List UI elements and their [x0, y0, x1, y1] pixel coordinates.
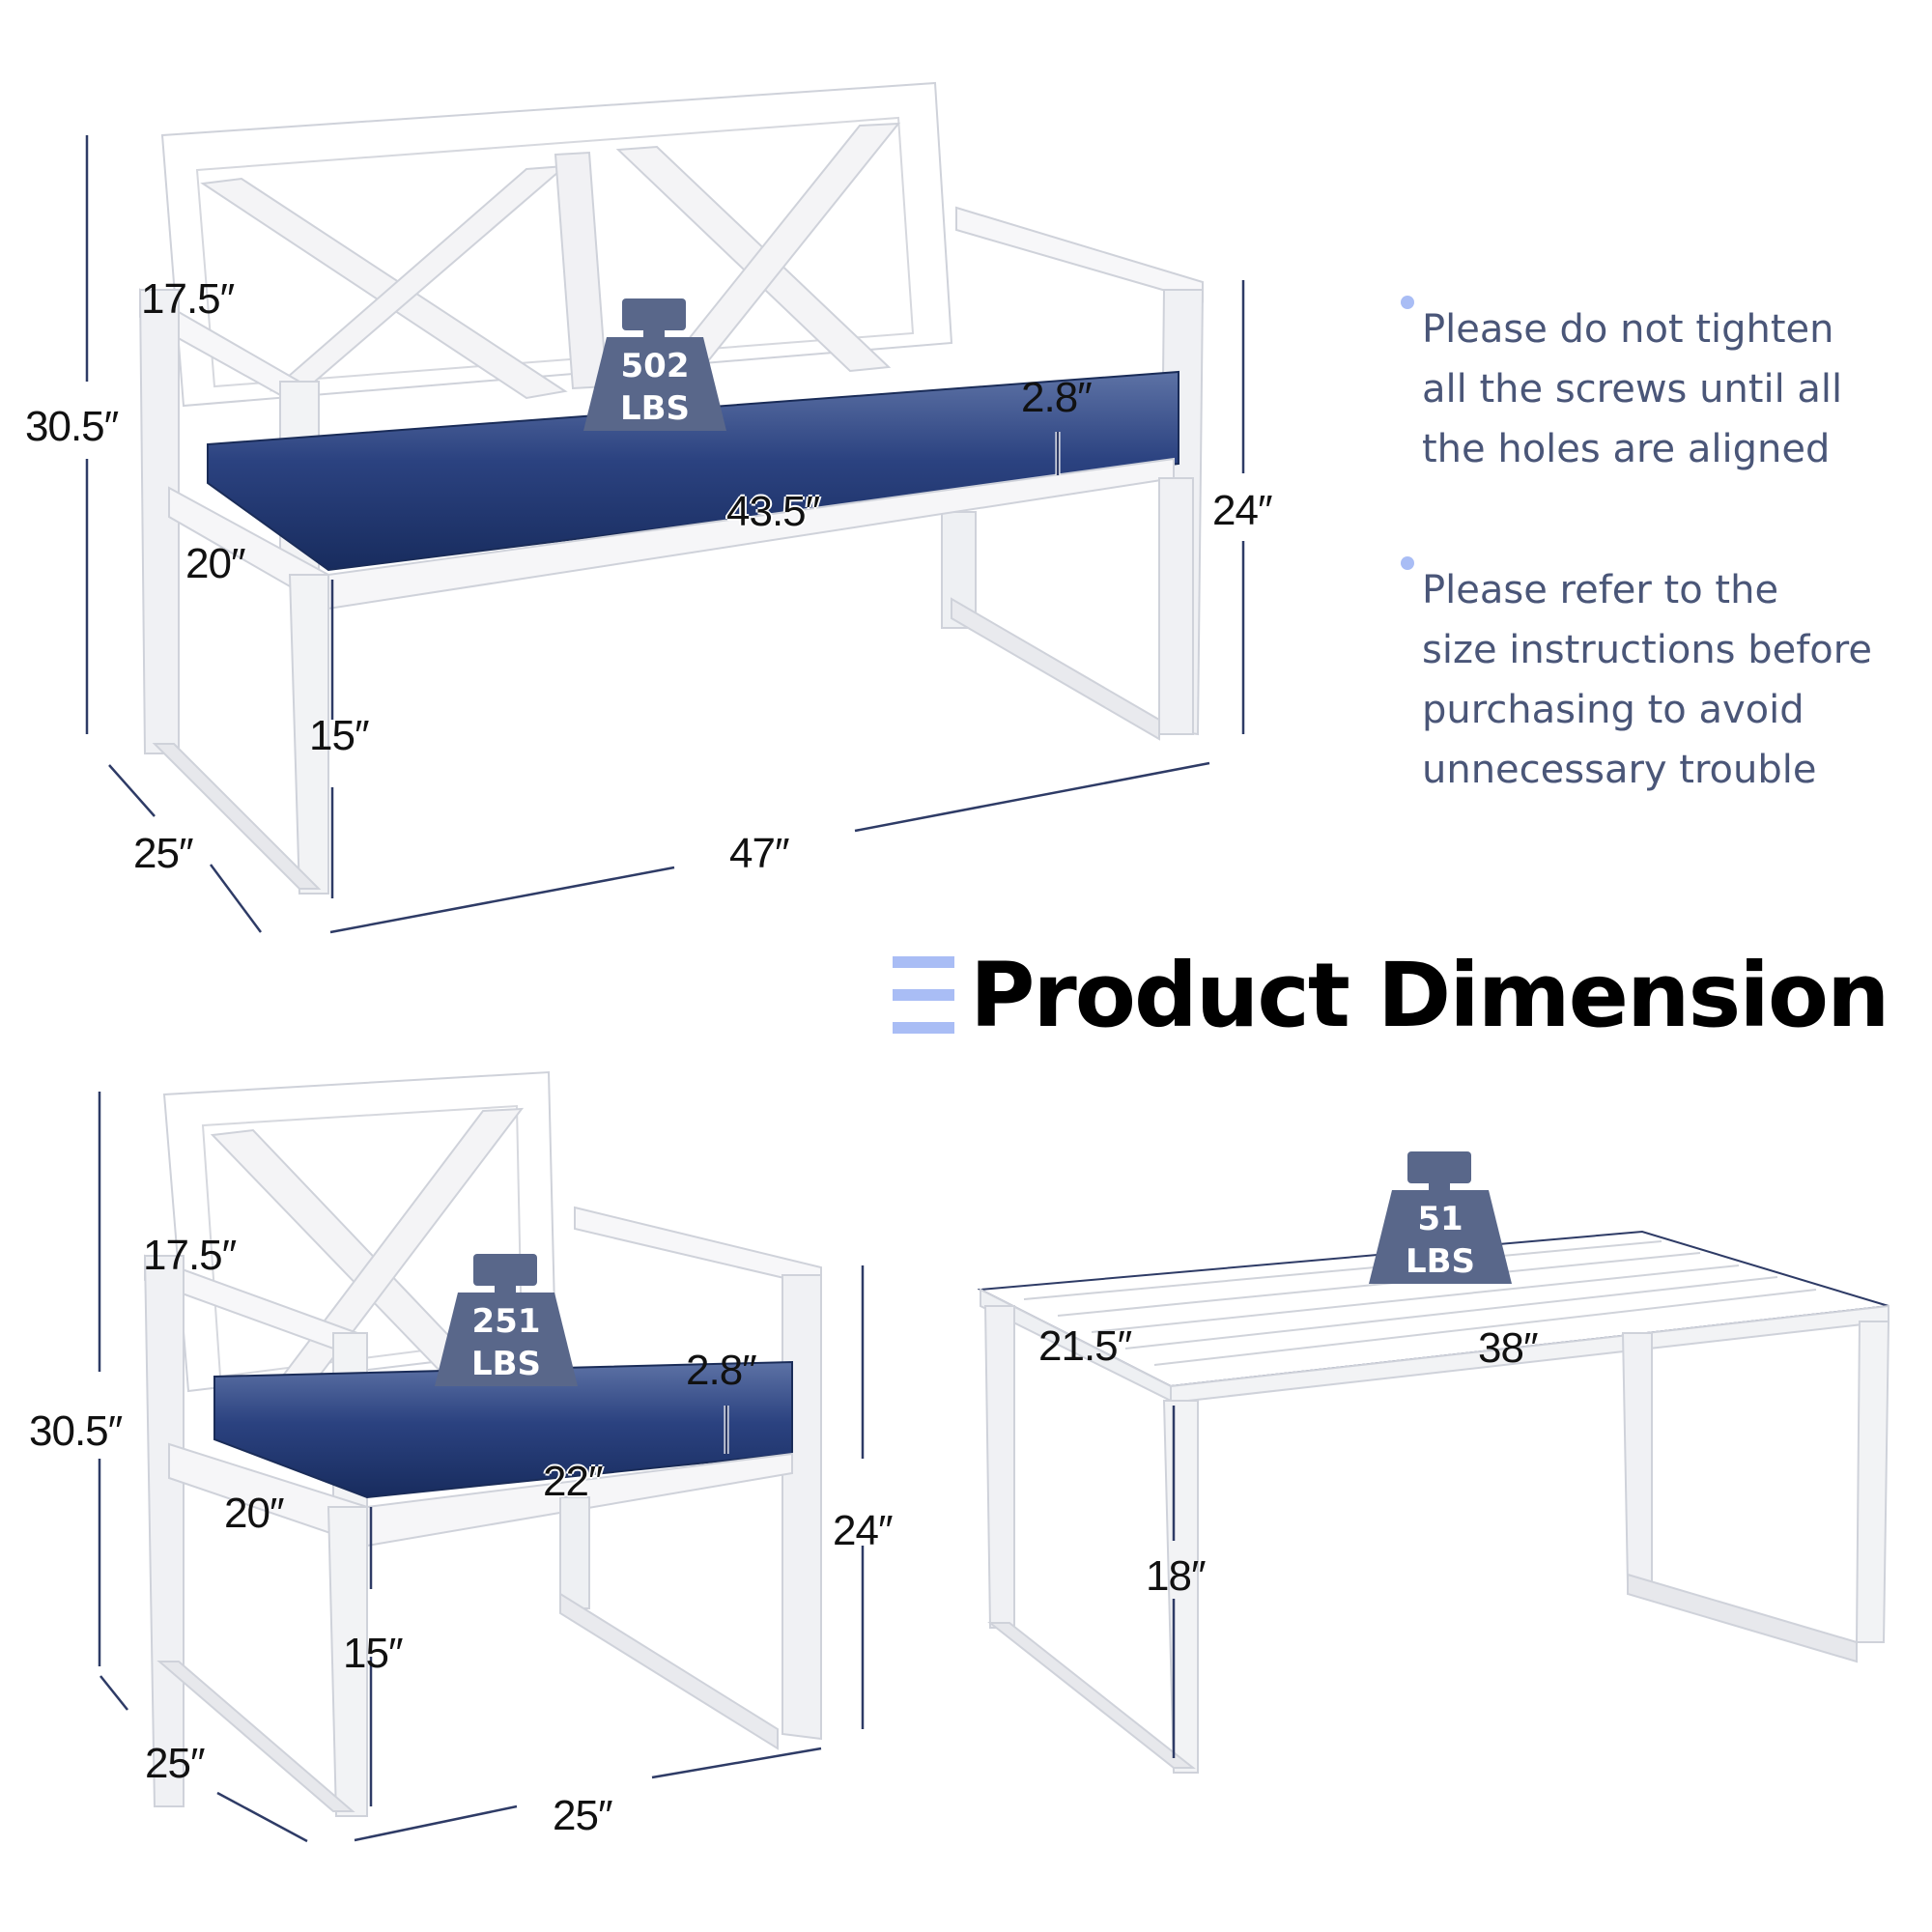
table-weight-badge: 51 LBS [1365, 1148, 1516, 1288]
chair-seat-width-label: 22″ [543, 1458, 604, 1505]
table-weight-unit: LBS [1405, 1242, 1476, 1281]
note-line: the holes are aligned [1422, 427, 1831, 471]
list-lines-icon [893, 956, 954, 1034]
chair-leg-height-label: 15″ [343, 1630, 404, 1677]
bullet-dot-icon [1401, 296, 1414, 309]
chair-overall-height-label: 30.5″ [29, 1407, 123, 1455]
chair-weight-value: 251 [471, 1302, 541, 1341]
table-width-label: 38″ [1478, 1324, 1539, 1372]
bench-seat-width-label: 43.5″ [726, 488, 820, 535]
bench-illustration [138, 81, 1205, 895]
chair-seat-depth-label: 20″ [224, 1490, 285, 1537]
table-height-label: 18″ [1146, 1552, 1207, 1600]
bench-overall-height-label: 30.5″ [25, 403, 119, 450]
weight-icon [583, 298, 726, 431]
table-illustration [977, 1230, 1890, 1774]
note-line: purchasing to avoid [1422, 688, 1804, 732]
note-line: Please do not tighten [1422, 307, 1834, 352]
section-title: Product Dimension [893, 944, 1890, 1047]
assembly-notes: Please do not tighten all the screws unt… [1401, 296, 1922, 800]
bench-dimension-lines [85, 135, 1245, 934]
weight-icon [1369, 1151, 1512, 1284]
chair-dimension-lines [98, 1092, 865, 1843]
chair-armrest-height-label: 17.5″ [143, 1232, 237, 1279]
chair-cushion-thickness-label: 2.8″ [686, 1347, 757, 1394]
bench-seat-depth-label: 20″ [185, 540, 246, 587]
page-title: Product Dimension [970, 943, 1890, 1047]
note-item: Please refer to the size instructions be… [1401, 556, 1922, 800]
table-depth-label: 21.5″ [1038, 1322, 1132, 1370]
weight-icon [435, 1254, 578, 1386]
bench-width-label: 47″ [729, 830, 790, 877]
bench-weight-unit: LBS [619, 389, 691, 428]
table-weight-value: 51 [1417, 1200, 1463, 1238]
note-item: Please do not tighten all the screws unt… [1401, 296, 1922, 479]
note-line: size instructions before [1422, 628, 1872, 672]
bench-cushion-thickness-label: 2.8″ [1021, 374, 1093, 421]
chair-weight-unit: LBS [470, 1345, 542, 1383]
chair-seat-height-label: 24″ [833, 1507, 894, 1554]
bullet-dot-icon [1401, 556, 1414, 570]
note-line: all the screws until all [1422, 367, 1843, 412]
bench-weight-badge: 502 LBS [580, 295, 730, 435]
bench-depth-label: 25″ [133, 830, 194, 877]
note-line: unnecessary trouble [1422, 748, 1817, 792]
bench-weight-value: 502 [620, 347, 690, 385]
bench-leg-height-label: 15″ [309, 712, 370, 759]
chair-width-label: 25″ [553, 1792, 613, 1839]
bench-armrest-height-label: 17.5″ [141, 275, 235, 323]
chair-depth-label: 25″ [145, 1740, 206, 1787]
bench-seat-height-label: 24″ [1212, 487, 1273, 534]
note-line: Please refer to the [1422, 568, 1779, 612]
chair-weight-badge: 251 LBS [431, 1250, 582, 1390]
chair-illustration [143, 1070, 822, 1817]
